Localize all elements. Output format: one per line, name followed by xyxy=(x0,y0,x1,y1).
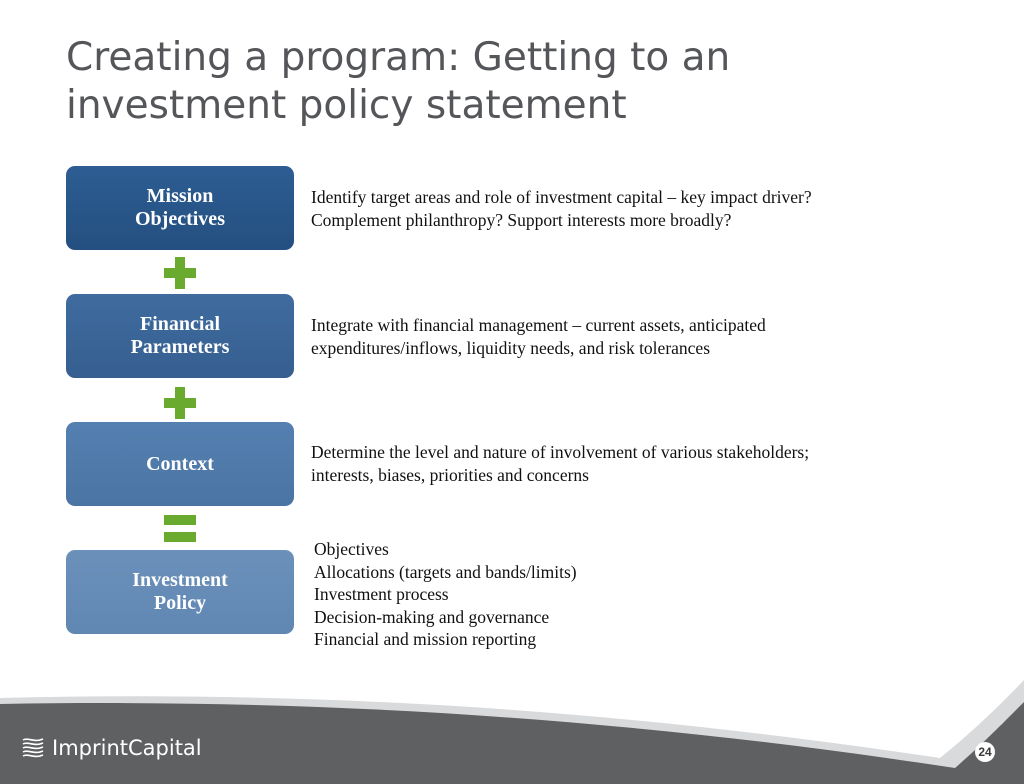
mission-objectives-box: Mission Objectives xyxy=(66,166,294,250)
description-line: Integrate with financial management – cu… xyxy=(311,315,766,335)
financial-parameters-description: Integrate with financial management – cu… xyxy=(311,314,951,360)
title-line-2: investment policy statement xyxy=(66,83,627,128)
box-label-line: Parameters xyxy=(130,336,230,358)
box-label-line: Context xyxy=(146,452,214,475)
description-line: expenditures/inflows, liquidity needs, a… xyxy=(311,338,711,358)
box-label-line: Financial xyxy=(139,313,220,335)
equals-icon xyxy=(164,515,196,543)
logo-waves-icon xyxy=(22,738,44,758)
description-line: Complement philanthropy? Support interes… xyxy=(311,210,732,230)
title-line-1: Creating a program: Getting to an xyxy=(66,35,731,80)
description-line: Determine the level and nature of involv… xyxy=(311,442,810,462)
investment-policy-list: Objectives Allocations (targets and band… xyxy=(314,538,577,651)
description-line: interests, biases, priorities and concer… xyxy=(311,465,589,485)
box-label-line: Objectives xyxy=(135,208,225,230)
footer-swoosh xyxy=(0,680,1024,784)
mission-objectives-description: Identify target areas and role of invest… xyxy=(311,186,951,232)
context-description: Determine the level and nature of involv… xyxy=(311,441,951,487)
list-item: Allocations (targets and bands/limits) xyxy=(314,561,577,582)
financial-parameters-box: Financial Parameters xyxy=(66,294,294,378)
page-number-badge: 24 xyxy=(975,742,995,762)
investment-policy-box: Investment Policy xyxy=(66,550,294,634)
box-label-line: Policy xyxy=(153,592,207,614)
imprint-capital-logo: ImprintCapital xyxy=(22,736,202,760)
slide-title: Creating a program: Getting to an invest… xyxy=(66,34,966,130)
list-item: Investment process xyxy=(314,584,449,604)
box-label-line: Mission xyxy=(146,185,214,207)
context-box: Context xyxy=(66,422,294,506)
list-item: Decision-making and governance xyxy=(314,606,550,627)
logo-text: ImprintCapital xyxy=(52,736,202,760)
list-item: Financial and mission reporting xyxy=(314,629,537,649)
box-label-line: Investment xyxy=(132,569,228,591)
description-line: Identify target areas and role of invest… xyxy=(311,187,812,207)
plus-icon xyxy=(164,387,196,419)
plus-icon xyxy=(164,257,196,289)
list-item: Objectives xyxy=(314,539,389,559)
